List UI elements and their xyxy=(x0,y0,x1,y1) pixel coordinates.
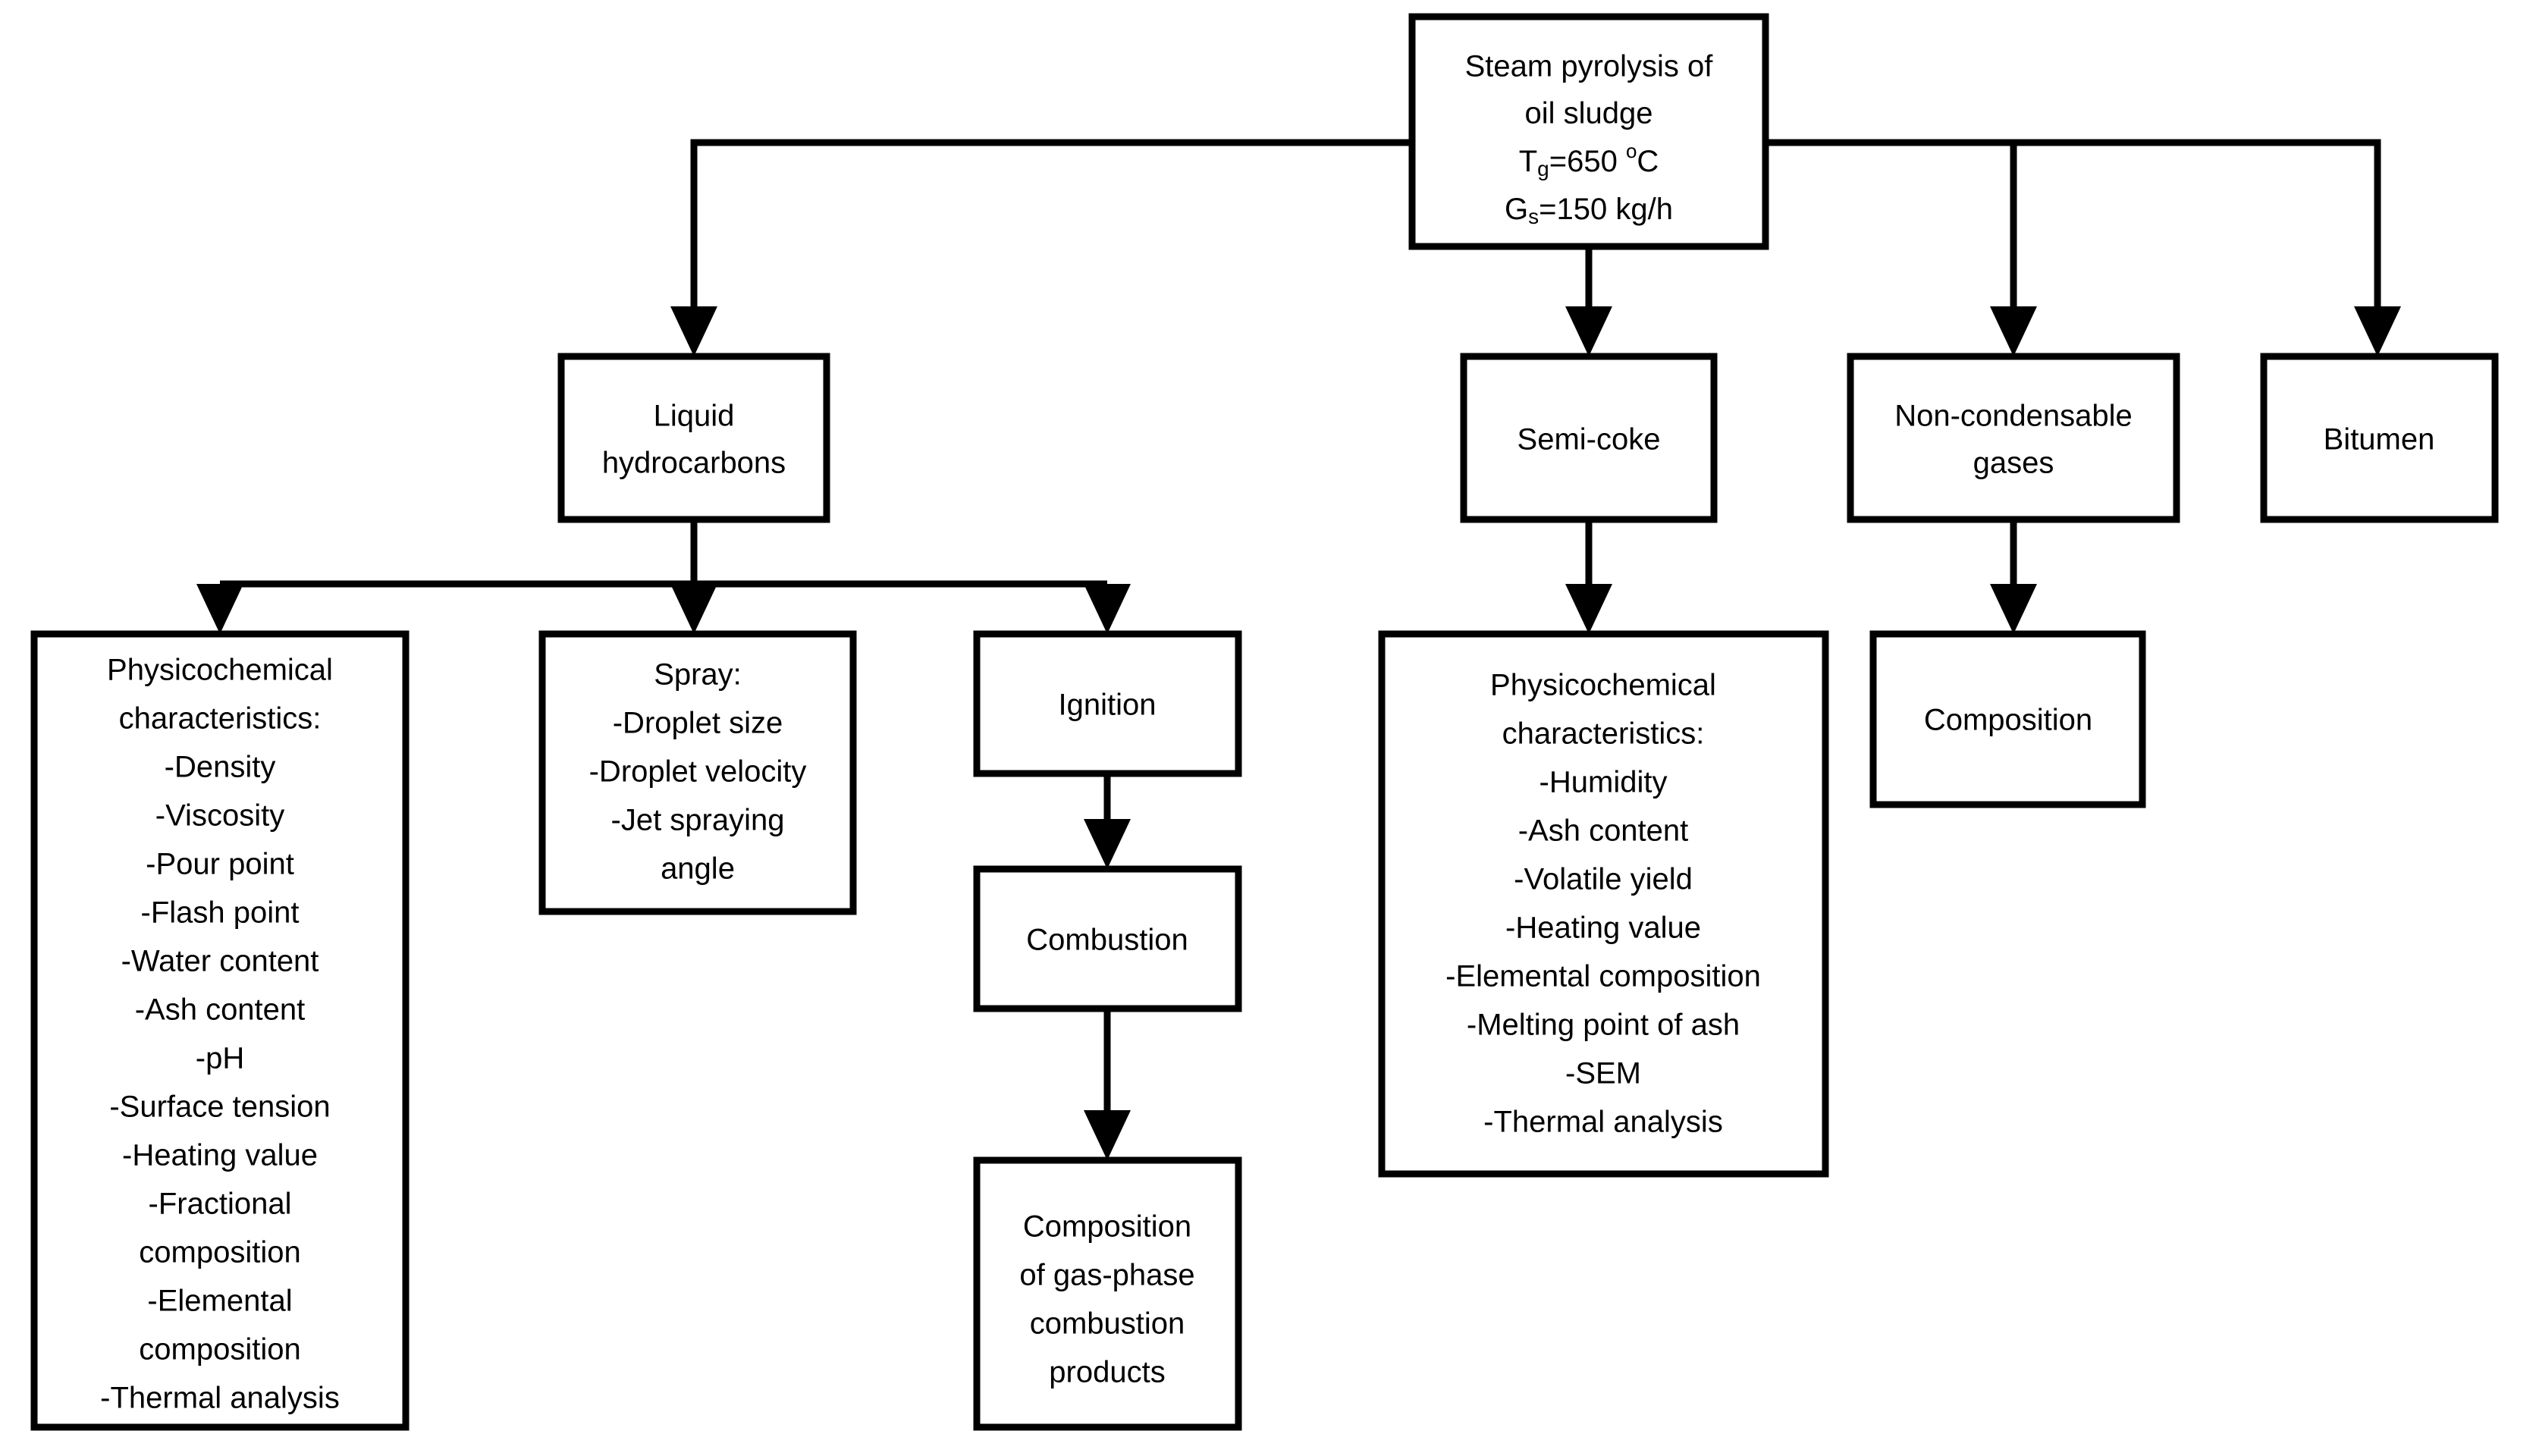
liquid-physchem-line-2: characteristics: xyxy=(119,702,322,736)
node-spray[interactable]: Spray: -Droplet size -Droplet velocity -… xyxy=(538,630,857,915)
gas-products-line-2: of gas-phase xyxy=(1019,1259,1194,1292)
steam-pyrolysis-line-1: Steam pyrolysis of xyxy=(1465,50,1714,83)
node-coke-physicochemical[interactable]: Physicochemical characteristics: -Humidi… xyxy=(1378,630,1829,1178)
arrowhead-gases xyxy=(1990,306,2037,356)
liquid-physchem-line-1: Physicochemical xyxy=(107,654,333,687)
liquid-physchem-line-7: -Water content xyxy=(121,945,319,978)
node-gas-phase-products[interactable]: Composition of gas-phase combustion prod… xyxy=(973,1156,1242,1431)
coke-physchem-line-6: -Heating value xyxy=(1505,912,1701,945)
combustion-label: Combustion xyxy=(1026,924,1188,957)
node-ignition[interactable]: Ignition xyxy=(973,630,1242,777)
arrowhead-ignition xyxy=(1084,584,1131,634)
arrowhead-semicoke xyxy=(1565,306,1612,356)
gas-products-line-1: Composition xyxy=(1023,1210,1191,1244)
liquid-physchem-line-5: -Pour point xyxy=(146,848,294,881)
arrowhead-gas-products xyxy=(1084,1110,1131,1160)
steam-pyrolysis-box[interactable] xyxy=(1408,13,1769,250)
liquid-physchem-line-6: -Flash point xyxy=(141,896,300,930)
coke-physchem-line-8: -Melting point of ash xyxy=(1467,1009,1740,1042)
edge-root-to-liquid xyxy=(690,139,1412,322)
coke-physchem-line-3: -Humidity xyxy=(1539,766,1668,799)
ignition-label: Ignition xyxy=(1059,689,1157,722)
ignition-box[interactable] xyxy=(973,630,1242,777)
non-condensable-gases-line-2: gases xyxy=(1973,447,2054,480)
liquid-physchem-line-3: -Density xyxy=(165,751,276,784)
liquid-physchem-line-8: -Ash content xyxy=(135,993,306,1027)
spray-line-4: -Jet spraying xyxy=(611,804,785,837)
gas-products-line-3: combustion xyxy=(1030,1307,1185,1341)
arrowhead-liquid xyxy=(670,306,717,356)
spray-line-3: -Droplet velocity xyxy=(589,755,807,789)
bitumen-label: Bitumen xyxy=(2324,423,2435,457)
gas-phase-products-box[interactable] xyxy=(973,1156,1242,1431)
node-bitumen[interactable]: Bitumen xyxy=(2260,353,2499,523)
liquid-physchem-line-10: -Surface tension xyxy=(109,1090,330,1124)
spray-line-1: Spray: xyxy=(654,658,742,692)
arrowhead-coke-physchem xyxy=(1565,584,1612,634)
node-liquid-physicochemical[interactable]: Physicochemical characteristics: -Densit… xyxy=(30,630,410,1431)
spray-line-2: -Droplet size xyxy=(613,707,783,740)
liquid-physchem-line-9: -pH xyxy=(196,1042,244,1075)
steam-pyrolysis-temperature: Tg=650 oC xyxy=(1519,140,1659,181)
edge-root-to-bitumen xyxy=(1765,139,2381,322)
combustion-box[interactable] xyxy=(973,865,1242,1012)
steam-pyrolysis-flowrate: Gs=150 kg/h xyxy=(1505,193,1673,229)
coke-physicochemical-box[interactable] xyxy=(1378,630,1829,1178)
node-gas-composition[interactable]: Composition xyxy=(1869,630,2146,808)
coke-physchem-line-4: -Ash content xyxy=(1518,814,1689,848)
liquid-hydrocarbons-box[interactable] xyxy=(557,353,830,523)
coke-physchem-line-10: -Thermal analysis xyxy=(1483,1106,1723,1139)
node-non-condensable-gases[interactable]: Non-condensable gases xyxy=(1847,353,2180,523)
liquid-physicochemical-box[interactable] xyxy=(30,630,410,1431)
liquid-physchem-line-15: composition xyxy=(139,1333,300,1367)
semi-coke-box[interactable] xyxy=(1460,353,1718,523)
non-condensable-gases-line-1: Non-condensable xyxy=(1894,400,2133,433)
liquid-physchem-line-13: composition xyxy=(139,1236,300,1269)
arrowhead-spray xyxy=(670,584,717,634)
liquid-hydrocarbons-line-1: Liquid xyxy=(654,400,735,433)
node-semi-coke[interactable]: Semi-coke xyxy=(1460,353,1718,523)
coke-physchem-line-7: -Elemental composition xyxy=(1445,960,1761,993)
coke-physchem-line-1: Physicochemical xyxy=(1490,669,1716,702)
gas-products-line-4: products xyxy=(1049,1356,1165,1389)
bitumen-box[interactable] xyxy=(2260,353,2499,523)
semi-coke-label: Semi-coke xyxy=(1518,423,1661,457)
spray-box[interactable] xyxy=(538,630,857,915)
coke-physchem-line-9: -SEM xyxy=(1565,1057,1641,1090)
coke-physchem-line-5: -Volatile yield xyxy=(1514,863,1693,896)
gas-composition-label: Composition xyxy=(1924,704,2092,737)
arrowhead-liquid-physchem xyxy=(196,584,243,634)
arrowhead-bitumen xyxy=(2354,306,2401,356)
node-steam-pyrolysis[interactable]: Steam pyrolysis of oil sludge Tg=650 oC … xyxy=(1408,13,1769,250)
liquid-physchem-line-16: -Thermal analysis xyxy=(100,1382,340,1415)
node-liquid-hydrocarbons[interactable]: Liquid hydrocarbons xyxy=(557,353,830,523)
arrowhead-combustion xyxy=(1084,819,1131,869)
steam-pyrolysis-line-2: oil sludge xyxy=(1524,97,1652,130)
gas-composition-box[interactable] xyxy=(1869,630,2146,808)
non-condensable-gases-box[interactable] xyxy=(1847,353,2180,523)
arrowhead-gas-composition xyxy=(1990,584,2037,634)
liquid-physchem-line-12: -Fractional xyxy=(149,1188,292,1221)
liquid-physchem-line-11: -Heating value xyxy=(122,1139,318,1172)
liquid-hydrocarbons-line-2: hydrocarbons xyxy=(602,447,786,480)
connector-layer xyxy=(196,139,2401,1160)
coke-physchem-line-2: characteristics: xyxy=(1502,717,1705,751)
node-combustion[interactable]: Combustion xyxy=(973,865,1242,1012)
liquid-physchem-line-14: -Elemental xyxy=(147,1285,292,1318)
liquid-physchem-line-4: -Viscosity xyxy=(155,799,284,833)
spray-line-5: angle xyxy=(661,852,735,886)
